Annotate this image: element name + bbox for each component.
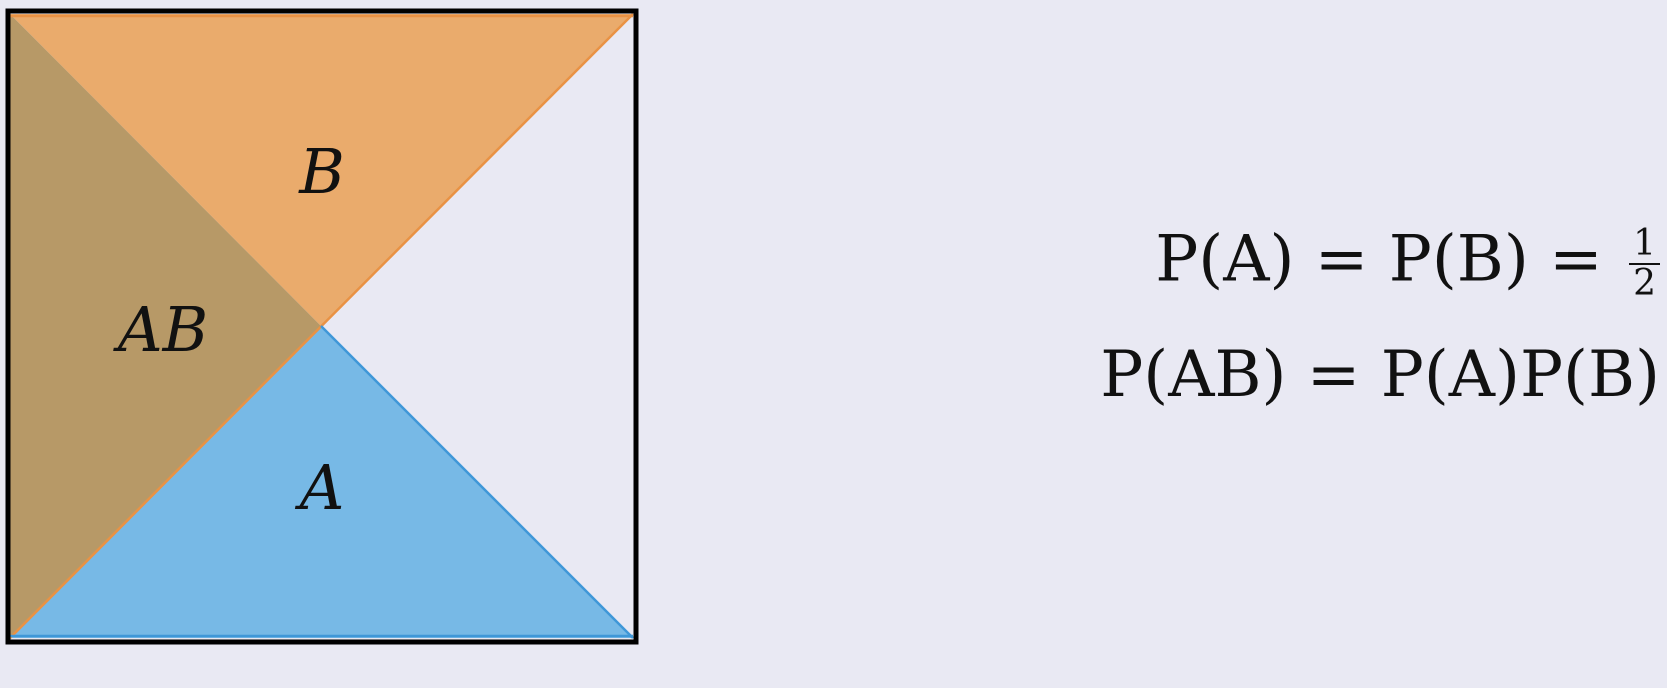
region-a-edge: [320, 325, 634, 639]
label-ab: AB: [113, 293, 208, 366]
region-a-triangle: [10, 326, 633, 638]
equation-marginals-text: P(A) = P(B) =: [1155, 222, 1624, 297]
region-b-triangle: [10, 14, 633, 326]
region-ab-triangle: [10, 14, 321, 638]
label-b: B: [298, 135, 345, 208]
probability-square-diagram: B AB A: [5, 8, 639, 645]
sample-space-frame: [5, 8, 639, 645]
fraction-numerator: 1: [1629, 225, 1660, 265]
fraction-denominator: 2: [1633, 262, 1656, 304]
equation-independence: P(AB) = P(A)P(B): [1100, 337, 1660, 412]
label-a: A: [295, 451, 345, 524]
